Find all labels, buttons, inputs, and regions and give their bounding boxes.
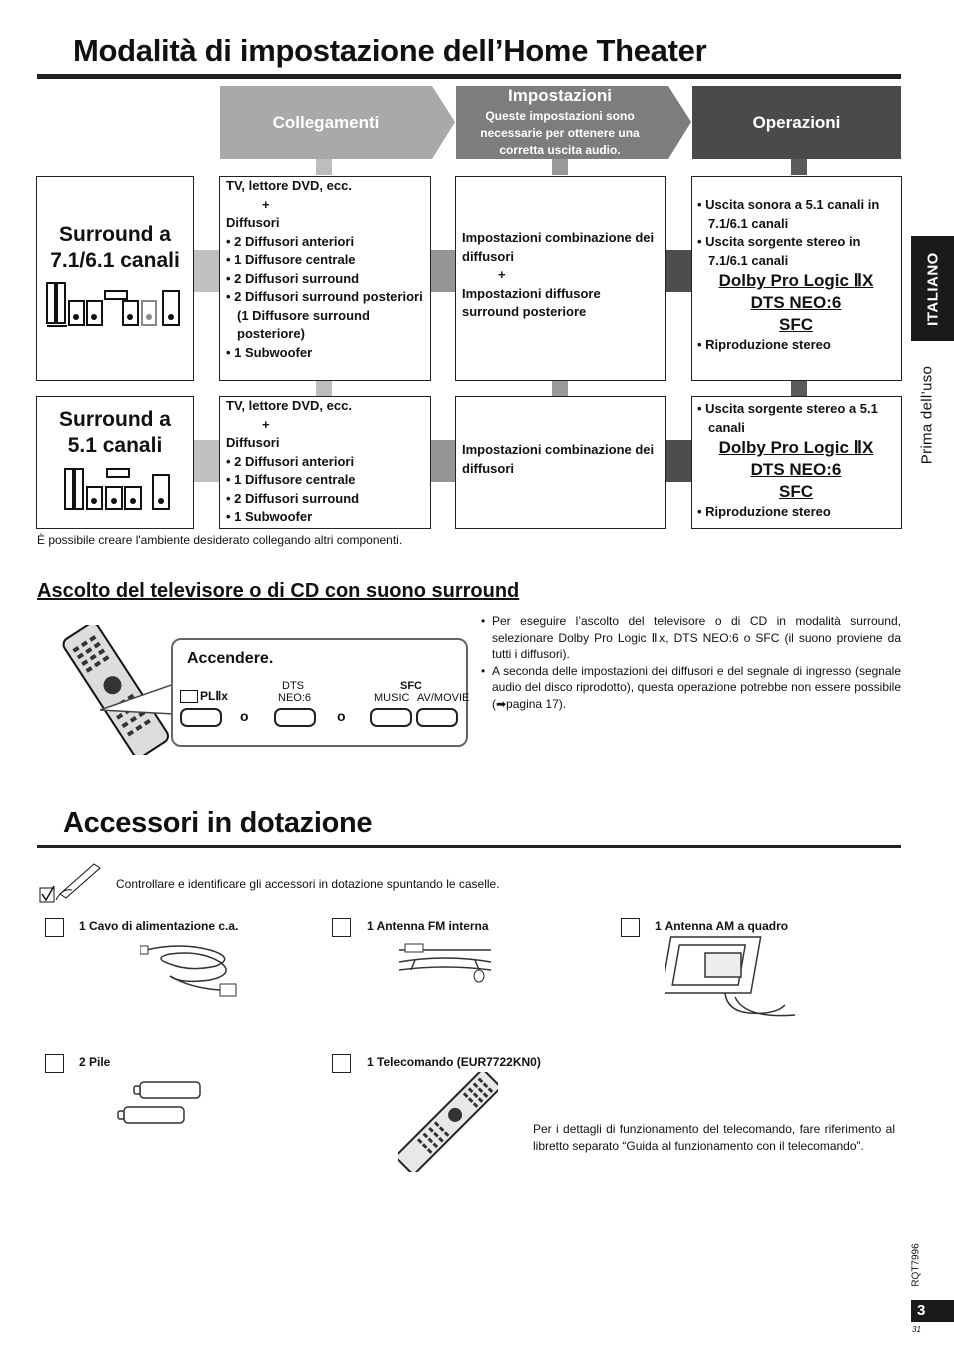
row1-connector-2 (430, 250, 456, 292)
music-label: MUSIC (374, 692, 410, 704)
sfc-music-button[interactable] (370, 708, 412, 727)
checkbox-fm-antenna[interactable] (332, 918, 351, 937)
item-fm-antenna: 1 Antenna FM interna (367, 919, 489, 933)
list-item: • 1 Subwoofer (226, 344, 313, 360)
checkbox-batteries[interactable] (45, 1054, 64, 1073)
or-label-1: o (240, 708, 249, 724)
listening-notes: • Per eseguire l’ascolto del televisore … (481, 613, 901, 712)
remote-control-illustration (62, 625, 169, 755)
callout-pointer (100, 682, 175, 715)
language-tab: ITALIANO (911, 236, 954, 341)
doc-code: RQT7996 (910, 1243, 922, 1287)
list-item: • 2 Diffusori surround (226, 490, 360, 506)
batteries-illustration (117, 1081, 201, 1124)
list-item: • 2 Diffusori anteriori (226, 233, 355, 249)
row2-connections-box: TV, lettore DVD, ecc. + Diffusori • 2 Di… (219, 396, 431, 529)
language-tab-label: ITALIANO (924, 251, 941, 326)
checkbox-power-cord[interactable] (45, 918, 64, 937)
row2-connector-3 (665, 440, 692, 482)
section-heading-listening: Ascolto del televisore o di CD con suono… (37, 580, 520, 602)
list-item: • 2 Diffusori surround posteriori (1 Dif… (226, 289, 423, 341)
remote-note: Per i dettagli di funzionamento del tele… (533, 1122, 895, 1153)
accessories-rule (37, 845, 901, 848)
row2-label-box: Surround a 5.1 canali (36, 396, 194, 529)
checkmark-pen-icon (39, 863, 101, 903)
checkbox-am-antenna[interactable] (621, 918, 640, 937)
list-item: • 1 Diffusore centrale (226, 472, 356, 487)
list-item: • Uscita sorgente stereo a 5.1 canali (697, 401, 878, 435)
page-subnumber: 31 (912, 1325, 921, 1334)
row1-settings-box: Impostazioni combinazione dei diffusori … (455, 176, 666, 381)
page-number: 3 (917, 1302, 926, 1319)
format-sfc: SFC (779, 482, 813, 501)
header-impostazioni: Impostazioni Queste impostazioni sono ne… (480, 86, 640, 157)
fm-antenna-illustration (398, 943, 492, 983)
page-number-tab: 3 (911, 1300, 954, 1322)
format-dolby: Dolby Pro Logic ⅡX (718, 271, 874, 290)
format-sfc: SFC (779, 315, 813, 334)
dolby-logo-icon (180, 689, 198, 703)
header-collegamenti: Collegamenti (272, 112, 380, 132)
title-rule (37, 74, 901, 79)
list-item: • Per eseguire l’ascolto del televisore … (481, 614, 901, 661)
list-item: • 2 Diffusori surround (226, 270, 360, 286)
header-operazioni: Operazioni (752, 112, 841, 132)
dts-neo6-button[interactable] (274, 708, 316, 727)
impostazioni-chevron (456, 86, 691, 159)
operazioni-block (692, 86, 901, 159)
row2-settings-box: Impostazioni combinazione dei diffusori (455, 396, 666, 529)
callout-title: Accendere. (187, 650, 274, 667)
dolby-pl-label: PLⅡx (180, 689, 228, 703)
movie-label: AV/MOVIE (417, 692, 470, 704)
sfc-movie-button[interactable] (416, 708, 458, 727)
list-item: • 1 Diffusore centrale (226, 252, 356, 267)
table-note: È possibile creare l'ambiente desiderato… (37, 533, 403, 547)
callout-box: Accendere. PLⅡx DTS NEO:6 SFC MUSIC AV/M… (171, 638, 470, 747)
item-remote: 1 Telecomando (EUR7722KN0) (367, 1055, 541, 1069)
list-item: • Uscita sorgente stereo in 7.1/6.1 cana… (697, 234, 861, 268)
row1-label-box: Surround a 7.1/6.1 canali (36, 176, 194, 381)
speakers-5-1-icon (64, 468, 170, 510)
between-rows-tick-2 (552, 381, 568, 396)
sfc-label: SFC (400, 680, 422, 692)
speakers-7-1-icon (46, 282, 180, 327)
row1-operations-box: • Uscita sonora a 5.1 canali in 7.1/6.1 … (691, 176, 902, 381)
row1-label: Surround a 7.1/6.1 canali (50, 223, 180, 272)
or-label-2: o (337, 708, 346, 724)
remote-illustration (398, 1072, 498, 1172)
power-cord-illustration (140, 945, 237, 997)
list-item: • Uscita sonora a 5.1 canali in 7.1/6.1 … (697, 197, 880, 231)
item-am-antenna: 1 Antenna AM a quadro (655, 919, 789, 933)
format-dts: DTS NEO:6 (750, 293, 842, 312)
dts-neo-label: NEO:6 (278, 692, 312, 704)
list-item: • 1 Subwoofer (226, 509, 313, 524)
row2-connector-1 (194, 440, 220, 482)
list-item: • 2 Diffusori anteriori (226, 453, 355, 469)
page-title: Modalità di impostazione dell’Home Theat… (73, 33, 707, 68)
row1-connector-1 (194, 250, 220, 292)
row1-connections-box: TV, lettore DVD, ecc. + Diffusori • 2 Di… (219, 176, 431, 381)
format-dolby: Dolby Pro Logic ⅡX (718, 438, 874, 457)
row2-connector-2 (430, 440, 456, 482)
between-rows-tick-1 (316, 381, 332, 396)
section-label: Prima dell’uso (918, 365, 936, 465)
between-rows-tick-3 (791, 381, 807, 396)
row2-label: Surround a 5.1 canali (58, 408, 171, 457)
flow-header-chevrons (220, 86, 901, 175)
row1-speaker-list: • 2 Diffusori anteriori • 1 Diffusore ce… (226, 233, 424, 363)
collegamenti-chevron (220, 86, 455, 159)
list-item: • A seconda delle impostazioni dei diffu… (481, 663, 901, 711)
item-power-cord: 1 Cavo di alimentazione c.a. (79, 919, 239, 933)
dts-top-label: DTS (282, 680, 304, 692)
am-antenna-illustration (665, 936, 796, 1017)
row1-connector-3 (665, 250, 692, 292)
row2-speaker-list: • 2 Diffusori anteriori • 1 Diffusore ce… (226, 453, 424, 527)
accessories-title: Accessori in dotazione (63, 807, 373, 839)
row2-operations-box: • Uscita sorgente stereo a 5.1 canali Do… (691, 396, 902, 529)
item-batteries: 2 Pile (79, 1055, 111, 1069)
dolby-pl-button[interactable] (180, 708, 222, 727)
accessories-intro: Controllare e identificare gli accessori… (116, 877, 500, 891)
checkbox-remote[interactable] (332, 1054, 351, 1073)
format-dts: DTS NEO:6 (750, 460, 842, 479)
